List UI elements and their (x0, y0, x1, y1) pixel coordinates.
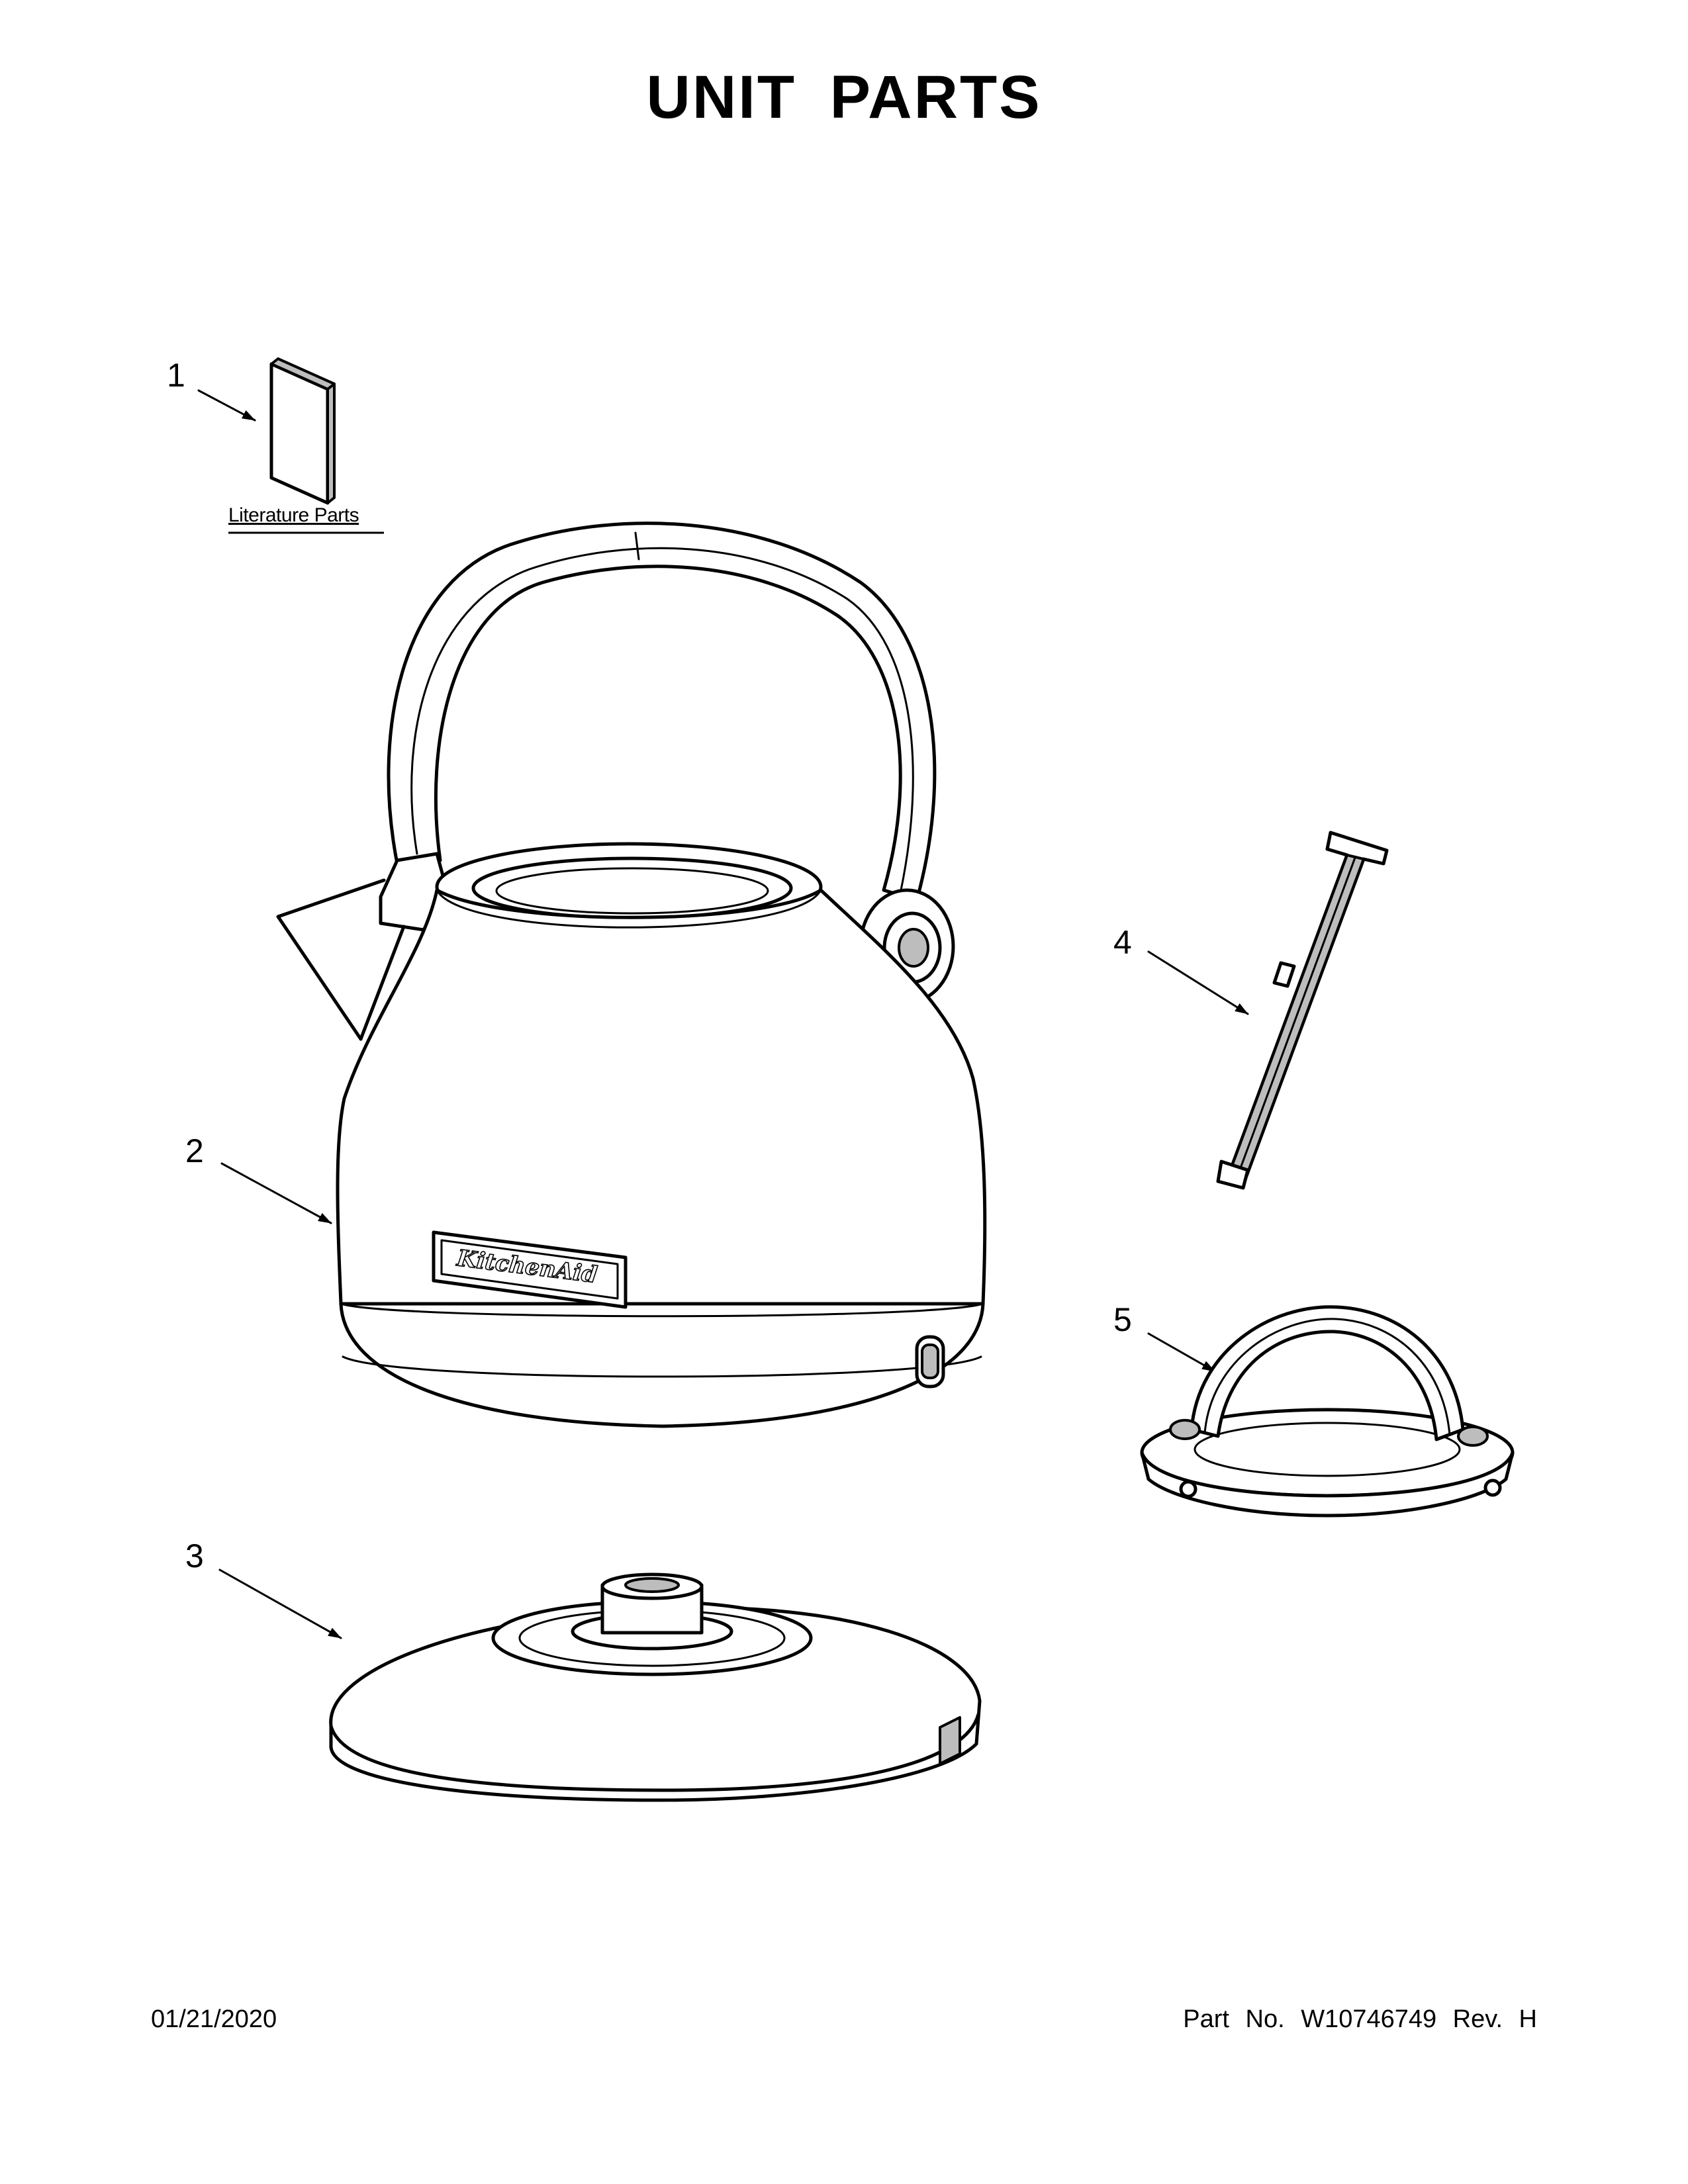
literature-parts-label: Literature Parts (228, 504, 359, 526)
filter-icon (1216, 831, 1389, 1190)
arrow-5 (1147, 1332, 1216, 1373)
leader-arrows (197, 389, 1249, 1639)
footer-date: 01/21/2020 (151, 2005, 277, 2033)
arrow-3 (218, 1569, 342, 1639)
arrow-1 (197, 389, 256, 422)
arrow-2 (220, 1162, 332, 1224)
page-title: UNIT PARTS (646, 64, 1042, 131)
booklet-icon (228, 357, 384, 534)
footer-part-number: Part No. W10746749 Rev. H (1183, 2005, 1537, 2033)
callout-5: 5 (1113, 1301, 1132, 1338)
lid-icon (1140, 1305, 1515, 1518)
callout-1: 1 (167, 357, 185, 394)
power-base-icon (329, 1572, 982, 1802)
callout-3: 3 (185, 1537, 204, 1574)
kettle-body-icon: KitchenAid (276, 522, 987, 1428)
arrow-4 (1147, 950, 1249, 1015)
callout-4: 4 (1113, 924, 1132, 961)
callout-2: 2 (185, 1132, 204, 1169)
